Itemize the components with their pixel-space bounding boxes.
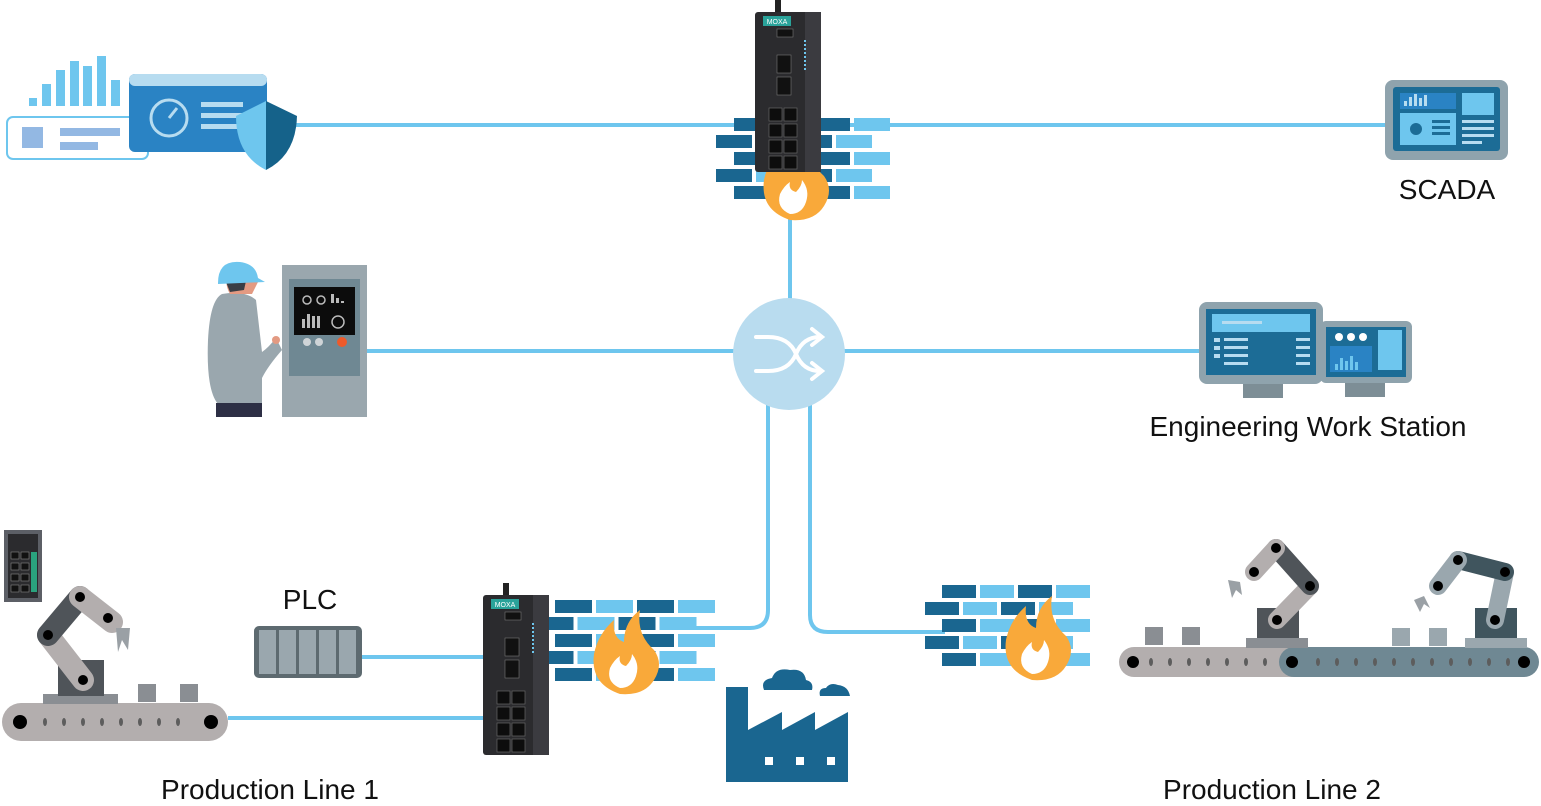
flame-core (609, 654, 638, 688)
brick (577, 617, 615, 630)
brick (1001, 602, 1035, 615)
brick (555, 634, 592, 647)
conveyor-icon (2, 684, 228, 741)
brick (980, 619, 1014, 632)
ethernet-port (768, 107, 783, 122)
link-switch-line2 (808, 405, 945, 634)
label-engineering-work-station: Engineering Work Station (1149, 411, 1467, 442)
ethernet-port (496, 706, 511, 721)
brick (637, 600, 674, 613)
brick (963, 602, 997, 615)
brick (836, 169, 872, 182)
brick (980, 653, 1014, 666)
label-scada: SCADA (1398, 174, 1496, 205)
label-production-line-1: Production Line 1 (161, 774, 379, 805)
ethernet-port (768, 139, 783, 154)
switch-icon[interactable] (733, 298, 845, 410)
brick (963, 636, 997, 649)
ethernet-port (496, 690, 511, 705)
industrial-router-icon[interactable]: MOXA (755, 0, 821, 172)
ethernet-port (496, 722, 511, 737)
ethernet-port (511, 738, 526, 753)
brick (814, 118, 850, 131)
brick (659, 651, 697, 664)
scada-icon[interactable] (1385, 80, 1508, 160)
brick (925, 602, 959, 615)
ethernet-port (496, 738, 511, 753)
industrial-switch-icon[interactable] (4, 530, 42, 602)
brick (854, 152, 890, 165)
brick (716, 169, 752, 182)
flame-core (779, 180, 808, 214)
brick (942, 585, 976, 598)
ethernet-port (783, 139, 798, 154)
ethernet-port (783, 155, 798, 170)
operator-hmi-icon[interactable] (207, 261, 367, 417)
industrial-router-icon[interactable]: MOXA (483, 583, 549, 755)
brick (1056, 619, 1090, 632)
ethernet-port (783, 107, 798, 122)
brick (942, 653, 976, 666)
ethernet-port (511, 706, 526, 721)
brick (659, 617, 697, 630)
brick (854, 118, 890, 131)
brick (555, 600, 592, 613)
device-logo: MOXA (495, 602, 516, 609)
flame-core (1021, 640, 1050, 674)
brick (925, 636, 959, 649)
brick (1018, 585, 1052, 598)
brick (836, 135, 872, 148)
brick (854, 186, 890, 199)
brick (596, 600, 633, 613)
ethernet-port (783, 123, 798, 138)
robot-arm-icon (37, 586, 130, 704)
robot-arm-icon (1414, 551, 1527, 648)
brick (678, 634, 715, 647)
brick (678, 600, 715, 613)
plc-icon[interactable] (254, 626, 362, 678)
brick (942, 619, 976, 632)
firewall-icon (925, 585, 1090, 681)
brick (1056, 585, 1090, 598)
robot-arm-icon (1228, 539, 1319, 648)
brick (716, 135, 752, 148)
ethernet-port (511, 690, 526, 705)
ethernet-port (768, 123, 783, 138)
workstation-icon[interactable] (1199, 302, 1412, 398)
label-production-line-2: Production Line 2 (1163, 774, 1381, 805)
brick (814, 152, 850, 165)
ethernet-port (511, 722, 526, 737)
brick (980, 585, 1014, 598)
link-switch-line1 (660, 405, 770, 630)
monitoring-security-icon (6, 56, 297, 170)
brick (555, 668, 592, 681)
firewall-icon (536, 600, 715, 695)
brick (734, 186, 770, 199)
brick (678, 668, 715, 681)
conveyor-icon (1119, 627, 1539, 677)
label-plc: PLC (282, 584, 338, 615)
factory-icon (726, 669, 850, 782)
ethernet-port (768, 155, 783, 170)
device-logo: MOXA (767, 19, 788, 26)
